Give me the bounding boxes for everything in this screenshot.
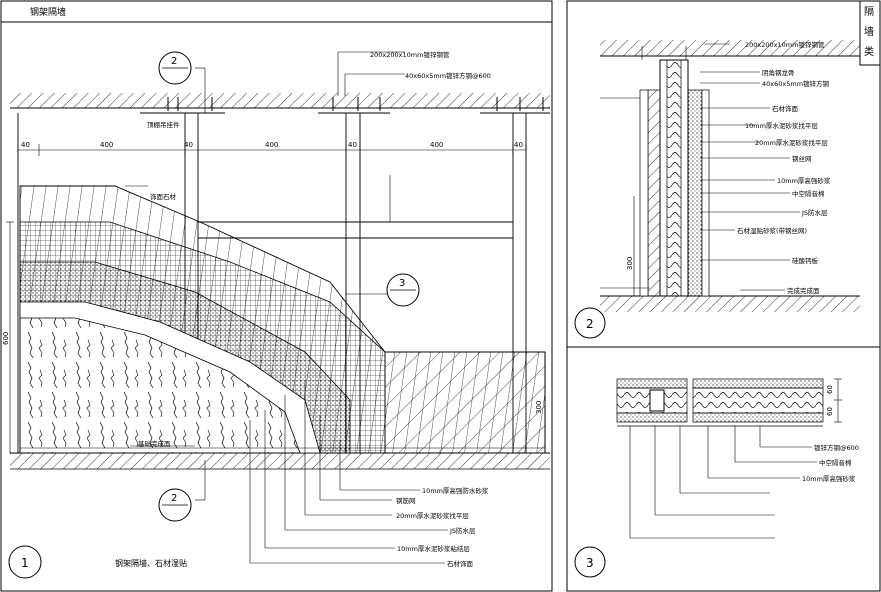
d2-label-r4: 10mm厚水泥砂浆找平层: [745, 121, 818, 130]
detail-2-section: [600, 40, 860, 312]
d1-label-l5: 10mm厚水泥砂浆粘结层: [397, 544, 470, 553]
dim-40-d: 40: [514, 141, 523, 149]
d2-label-r7: 10mm厚高强砂浆: [777, 176, 831, 185]
d2-dim: 300: [626, 257, 634, 270]
section-marker-2-top: 2: [158, 51, 192, 85]
section-marker-3: 3: [386, 273, 420, 307]
d2-label-r10: 石材湿贴砂浆(带钢丝网): [737, 226, 807, 235]
svg-text:3: 3: [586, 556, 594, 570]
side-tab-2: 墙: [864, 25, 874, 38]
detail-1-number: 1: [8, 545, 42, 579]
detail-1-caption: 钢架隔墙、石材湿贴: [115, 558, 187, 568]
svg-text:1: 1: [21, 556, 29, 570]
d2-label-r3: 石材饰面: [772, 104, 799, 113]
svg-text:2: 2: [586, 317, 594, 331]
dim-40-b: 40: [184, 141, 193, 149]
d1-label-ceiling: 顶棚吊挂件: [147, 120, 180, 129]
d1-label-floor: 基础完成面: [138, 439, 171, 448]
detail-3-number: 3: [574, 546, 606, 578]
d1-label-l1: 10mm厚高强防水砂浆: [422, 486, 489, 495]
d3-label-r1: 镀锌方钢@600: [814, 443, 859, 452]
dim-400-c: 400: [430, 141, 443, 149]
d2-label-r1: 阴角钢龙骨: [762, 68, 795, 77]
dim-40-c: 40: [348, 141, 357, 149]
section-marker-2-bottom: 2: [158, 488, 192, 522]
dim-400-b: 400: [265, 141, 278, 149]
dim-400-a: 400: [100, 141, 113, 149]
d1-label-l3: 20mm厚水泥砂浆找平层: [396, 511, 469, 520]
d1-dim-left: 600: [2, 332, 10, 345]
svg-text:3: 3: [399, 278, 405, 289]
d1-label-l2: 钢筋网: [396, 496, 416, 505]
d3-label-r2: 中空隔音棉: [819, 458, 852, 467]
d1-label-l4: JS防水层: [449, 526, 476, 535]
dim-40-a: 40: [21, 141, 30, 149]
side-tab-1: 隔: [864, 6, 874, 18]
d2-label-tube: 200x200x10mm镀锌钢管: [745, 40, 825, 49]
d2-label-floor: 完成完成面: [787, 286, 820, 295]
d1-label-angle: 40x60x5mm镀锌方钢@600: [405, 71, 491, 80]
side-tab-3: 类: [864, 45, 874, 58]
d2-label-r9: JS防水层: [801, 208, 828, 217]
d1-dim-right: 300: [535, 401, 543, 414]
d2-label-r2: 40x60x5mm镀锌方钢: [762, 79, 830, 88]
d2-label-r11: 硅酸钙板: [792, 256, 819, 265]
d1-label-tube: 200x200x10mm镀锌钢管: [370, 50, 450, 59]
detail-3-plan: [616, 378, 842, 539]
d2-label-r8: 中空隔音棉: [792, 189, 825, 198]
d2-label-r5: 20mm厚水泥砂浆找平层: [755, 138, 828, 147]
d3-dim-2: 60: [826, 407, 834, 416]
d1-label-l6: 石材饰面: [447, 559, 474, 568]
d3-dim-1: 60: [826, 385, 834, 394]
d1-top-dimensions: 40 400 40 400 40 400 40: [21, 141, 523, 149]
d1-label-stone-face: 饰面石材: [150, 192, 177, 201]
svg-text:2: 2: [171, 56, 177, 67]
svg-text:2: 2: [171, 493, 177, 504]
sheet-title: 钢架隔墙: [30, 6, 66, 18]
d3-label-r3: 10mm厚高强砂浆: [802, 474, 856, 483]
d2-label-r6: 钢丝网: [792, 154, 812, 163]
detail-1-elevation: [6, 51, 550, 564]
detail-2-number: 2: [574, 307, 606, 339]
